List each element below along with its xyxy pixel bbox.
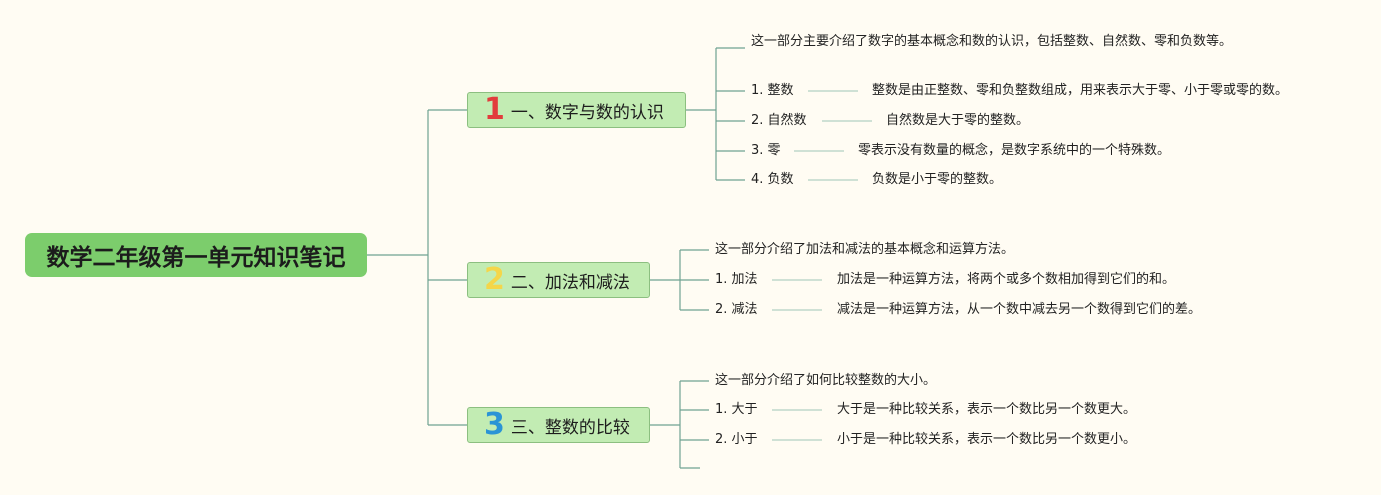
- term-addition: 1. 加法: [715, 272, 758, 287]
- number-three-icon: 3: [484, 407, 505, 442]
- desc-greater-than: 大于是一种比较关系，表示一个数比另一个数更大。: [837, 402, 1137, 417]
- topic-node-2[interactable]: 2 二、加法和减法: [467, 262, 650, 298]
- desc-negative-number: 负数是小于零的整数。: [872, 172, 1003, 187]
- topic-label: 一、数字与数的认识: [510, 102, 664, 123]
- topic-label: 三、整数的比较: [510, 417, 630, 438]
- root-node[interactable]: 数学二年级第一单元知识笔记: [25, 233, 367, 277]
- number-one-icon: 1: [484, 92, 505, 127]
- term-subtraction: 2. 减法: [715, 302, 758, 317]
- term-negative-number: 4. 负数: [751, 172, 794, 187]
- desc-less-than: 小于是一种比较关系，表示一个数比另一个数更小。: [837, 432, 1137, 447]
- term-integer: 1. 整数: [751, 83, 794, 98]
- term-greater-than: 1. 大于: [715, 402, 758, 417]
- desc-zero: 零表示没有数量的概念，是数字系统中的一个特殊数。: [858, 143, 1171, 158]
- desc-natural-number: 自然数是大于零的整数。: [886, 113, 1030, 128]
- desc-addition: 加法是一种运算方法，将两个或多个数相加得到它们的和。: [837, 272, 1176, 287]
- topic-1-intro: 这一部分主要介绍了数字的基本概念和数的认识，包括整数、自然数、零和负数等。: [751, 34, 1233, 49]
- number-two-icon: 2: [484, 262, 505, 297]
- term-less-than: 2. 小于: [715, 432, 758, 447]
- desc-integer: 整数是由正整数、零和负整数组成，用来表示大于零、小于零或零的数。: [872, 83, 1289, 98]
- term-zero: 3. 零: [751, 143, 781, 158]
- term-natural-number: 2. 自然数: [751, 113, 807, 128]
- root-title: 数学二年级第一单元知识笔记: [46, 245, 346, 271]
- topic-label: 二、加法和减法: [510, 272, 630, 293]
- topic-2-intro: 这一部分介绍了加法和减法的基本概念和运算方法。: [715, 242, 1015, 257]
- topic-node-3[interactable]: 3 三、整数的比较: [467, 407, 650, 443]
- topic-3-intro: 这一部分介绍了如何比较整数的大小。: [715, 373, 937, 388]
- topic-node-1[interactable]: 1 一、数字与数的认识: [467, 92, 686, 128]
- desc-subtraction: 减法是一种运算方法，从一个数中减去另一个数得到它们的差。: [837, 302, 1202, 317]
